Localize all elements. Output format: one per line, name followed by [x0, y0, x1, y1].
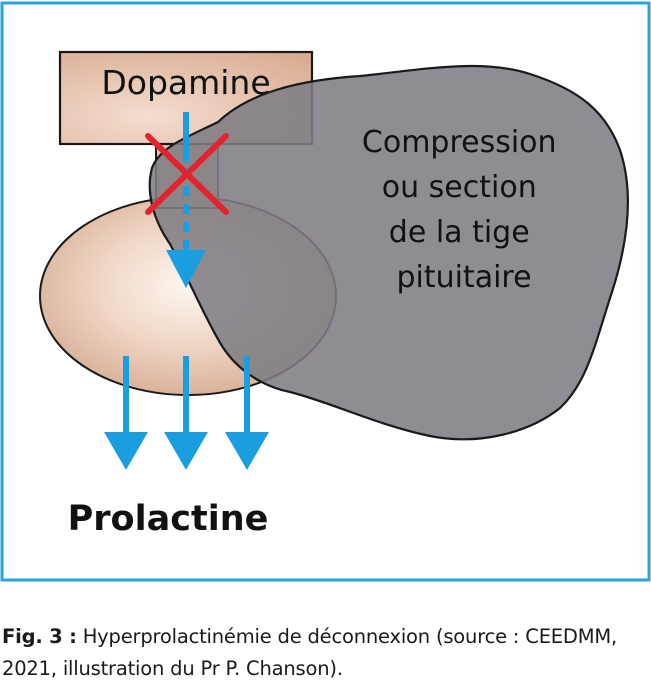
- blocked-cross-icon: [145, 133, 229, 215]
- diagram-canvas: Dopamine Compression ou section de la ti…: [0, 1, 651, 582]
- prolactin-label: Prolactine: [68, 499, 269, 539]
- prolactin-arrows: [104, 356, 269, 470]
- compression-label-line-1: Compression: [362, 125, 557, 160]
- prolactin-arrowhead-2: [164, 432, 208, 470]
- caption-figure-label: Fig. 3 :: [2, 625, 77, 648]
- compression-mass: [148, 64, 629, 441]
- figure-border: [0, 1, 651, 582]
- compression-label: Compression ou section de la tige pituit…: [362, 125, 566, 295]
- caption-text: Hyperprolactinémie de déconnexion (sourc…: [2, 625, 617, 680]
- compression-label-line-3: de la tige: [389, 215, 530, 250]
- prolactin-arrowhead-3: [225, 432, 269, 470]
- compression-label-line-4: pituitaire: [396, 260, 531, 295]
- figure-caption: Fig. 3 : Hyperprolactinémie de déconnexi…: [2, 621, 650, 685]
- prolactin-arrowhead-1: [104, 432, 148, 470]
- compression-label-line-2: ou section: [382, 170, 537, 205]
- dopamine-arrowhead: [166, 250, 206, 288]
- dopamine-label: Dopamine: [101, 63, 270, 102]
